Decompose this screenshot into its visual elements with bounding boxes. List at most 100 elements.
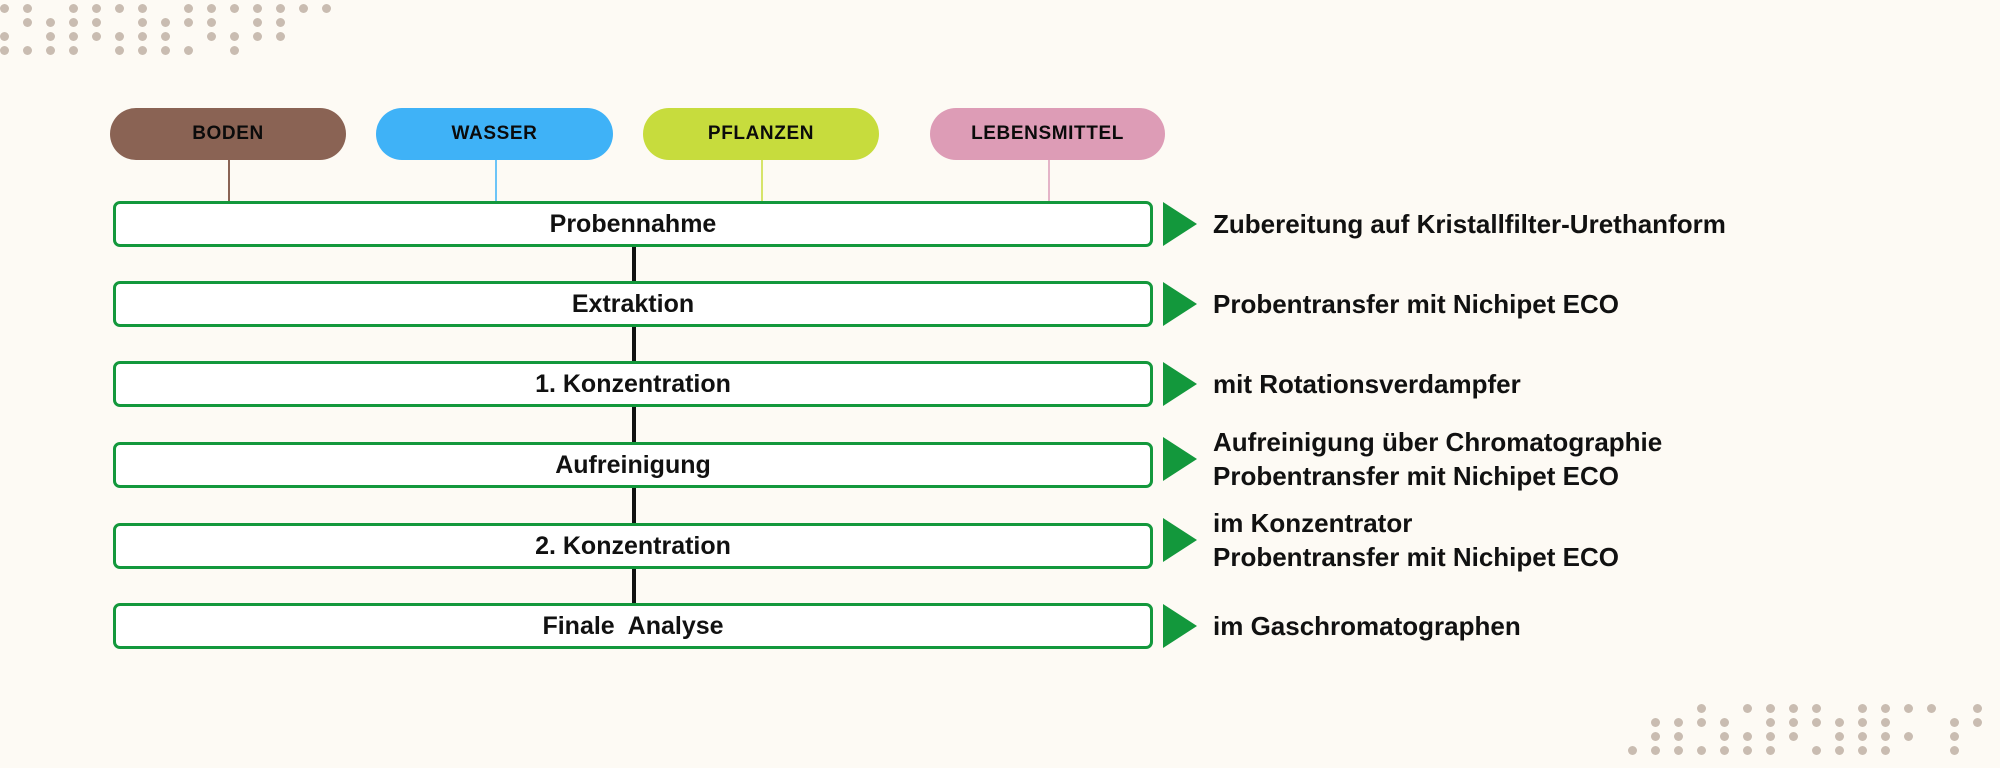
decorative-dot: [92, 4, 101, 13]
decorative-dot: [69, 4, 78, 13]
decorative-dot: [230, 46, 239, 55]
decorative-dot: [1858, 746, 1867, 755]
process-step-label: Probennahme: [549, 209, 717, 238]
decorative-dot: [1651, 732, 1660, 741]
decorative-dot: [322, 18, 331, 27]
decorative-dot: [1789, 718, 1798, 727]
decorative-dot: [1743, 746, 1752, 755]
decorative-dot: [322, 32, 331, 41]
play-arrow-icon: [1163, 518, 1197, 563]
decorative-dot: [1628, 732, 1637, 741]
source-pill-boden[interactable]: BODEN: [110, 108, 346, 160]
decorative-dot: [253, 46, 262, 55]
source-connector-wasser: [494, 160, 497, 202]
decorative-dot: [1927, 732, 1936, 741]
decorative-dots-bottom-right: [1628, 704, 1996, 760]
source-pill-label: PFLANZEN: [707, 123, 815, 144]
annotation-item: im Gaschromatographen: [1163, 604, 1521, 648]
decorative-dot: [1697, 704, 1706, 713]
decorative-dot: [1950, 746, 1959, 755]
decorative-dot: [1858, 718, 1867, 727]
decorative-dot: [1904, 718, 1913, 727]
decorative-dot: [322, 4, 331, 13]
process-step-box[interactable]: 1. Konzentration: [113, 361, 1153, 407]
decorative-dot: [161, 4, 170, 13]
decorative-dot: [0, 4, 9, 13]
process-step-label: 2. Konzentration: [535, 531, 731, 560]
source-pill-wasser[interactable]: WASSER: [376, 108, 613, 160]
decorative-dot: [1881, 704, 1890, 713]
play-arrow-icon: [1163, 362, 1197, 406]
decorative-dot: [1789, 746, 1798, 755]
annotation-line: Probentransfer mit Nichipet ECO: [1213, 542, 1619, 573]
decorative-dot: [1766, 746, 1775, 755]
decorative-dot: [69, 32, 78, 41]
decorative-dot: [230, 4, 239, 13]
play-arrow-icon: [1163, 437, 1197, 482]
source-pill-lebensmittel[interactable]: LEBENSMITTEL: [930, 108, 1165, 160]
decorative-dot: [138, 4, 147, 13]
decorative-dot: [345, 18, 354, 27]
decorative-dot: [207, 18, 216, 27]
decorative-dot: [92, 18, 101, 27]
decorative-dot: [138, 32, 147, 41]
decorative-dot: [1766, 732, 1775, 741]
source-connector-pflanzen: [761, 160, 763, 202]
process-step-box[interactable]: Finale Analyse: [113, 603, 1153, 649]
decorative-dot: [322, 46, 331, 55]
decorative-dot: [46, 46, 55, 55]
process-step-label: 1. Konzentration: [535, 369, 731, 398]
decorative-dot: [1789, 704, 1798, 713]
decorative-dot: [184, 46, 193, 55]
decorative-dot-row: [1628, 718, 1996, 732]
decorative-dot: [1651, 704, 1660, 713]
decorative-dot: [1674, 746, 1683, 755]
decorative-dot: [138, 18, 147, 27]
decorative-dot: [230, 18, 239, 27]
process-step-label: Extraktion: [571, 289, 695, 318]
decorative-dot: [299, 46, 308, 55]
play-arrow-icon: [1163, 604, 1197, 648]
decorative-dot: [1835, 704, 1844, 713]
process-step-box[interactable]: Probennahme: [113, 201, 1153, 247]
decorative-dot-row: [0, 32, 368, 46]
process-step-label: Finale Analyse: [542, 611, 724, 640]
process-step-box[interactable]: 2. Konzentration: [113, 523, 1153, 569]
process-step-box[interactable]: Aufreinigung: [113, 442, 1153, 488]
decorative-dot: [299, 32, 308, 41]
decorative-dot: [184, 32, 193, 41]
annotation-text-block: Zubereitung auf Kristallfilter-Urethanfo…: [1213, 207, 1726, 241]
decorative-dot: [0, 18, 9, 27]
decorative-dot: [1950, 732, 1959, 741]
decorative-dot: [161, 46, 170, 55]
decorative-dot: [299, 4, 308, 13]
decorative-dot: [1812, 746, 1821, 755]
decorative-dot: [1927, 718, 1936, 727]
decorative-dot: [1973, 704, 1982, 713]
decorative-dot: [1697, 718, 1706, 727]
decorative-dot: [1766, 718, 1775, 727]
decorative-dot: [1674, 718, 1683, 727]
decorative-dot: [1973, 746, 1982, 755]
decorative-dot: [184, 4, 193, 13]
decorative-dot: [1720, 732, 1729, 741]
decorative-dot: [345, 46, 354, 55]
decorative-dot: [161, 18, 170, 27]
process-step-box[interactable]: Extraktion: [113, 281, 1153, 327]
decorative-dot: [253, 18, 262, 27]
decorative-dot: [276, 32, 285, 41]
source-connector-boden: [228, 160, 230, 202]
decorative-dot: [1674, 732, 1683, 741]
decorative-dot: [1697, 732, 1706, 741]
decorative-dot: [207, 46, 216, 55]
play-arrow-icon: [1163, 202, 1197, 246]
source-pill-label: WASSER: [451, 123, 538, 144]
annotation-item: mit Rotationsverdampfer: [1163, 362, 1521, 406]
source-pill-pflanzen[interactable]: PFLANZEN: [643, 108, 879, 160]
decorative-dot: [1720, 704, 1729, 713]
decorative-dot: [1973, 732, 1982, 741]
decorative-dot: [161, 32, 170, 41]
